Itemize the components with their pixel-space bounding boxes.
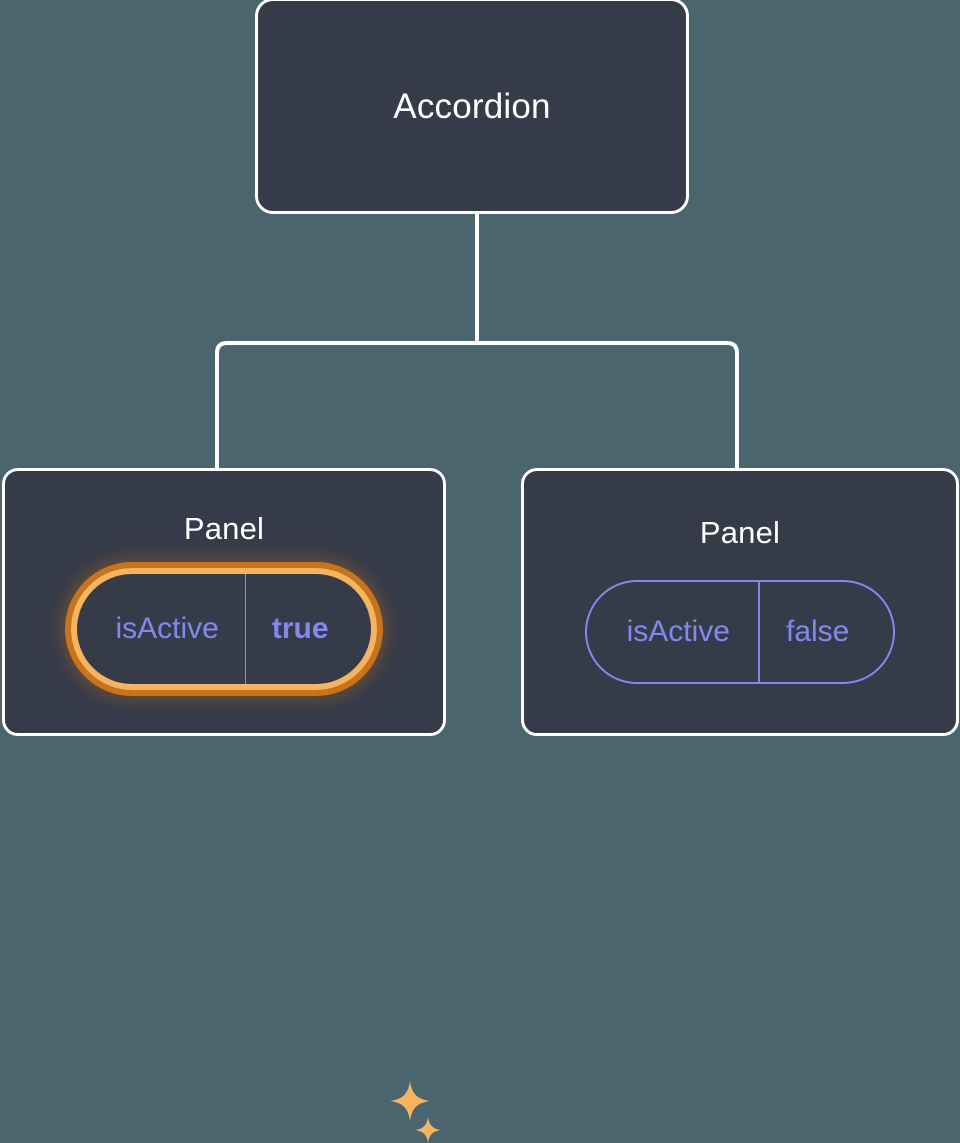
prop-pill-active[interactable]: isActive true [65, 562, 383, 696]
connector-branch-bar [215, 341, 739, 470]
prop-pill-wrapper-inactive: isActive false [524, 548, 956, 684]
tree-node-accordion-label: Accordion [393, 86, 551, 126]
sparkle-small-icon [415, 1117, 441, 1143]
prop-value-inactive: false [785, 615, 850, 648]
prop-key-active: isActive [77, 574, 246, 684]
prop-value-active: true [271, 612, 329, 645]
prop-pill-wrapper-active: isActive true [5, 544, 443, 1143]
tree-node-panel-active-label: Panel [183, 511, 265, 546]
tree-node-accordion[interactable]: Accordion [255, 0, 689, 214]
prop-pill-inactive[interactable]: isActive false [584, 580, 896, 684]
tree-node-panel-active[interactable]: Panel isActive true [2, 468, 446, 1143]
sparkle-large-icon [390, 1081, 430, 1121]
prop-key-inactive: isActive [587, 582, 760, 682]
tree-node-panel-inactive[interactable]: Panel isActive false [521, 468, 959, 736]
tree-node-panel-inactive-label: Panel [699, 515, 781, 550]
